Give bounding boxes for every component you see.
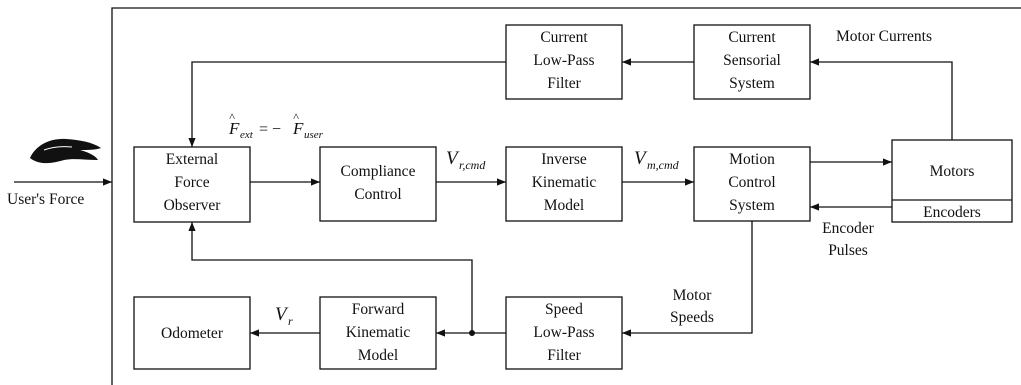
motion-control-system-line2: Control bbox=[728, 174, 775, 191]
forward-kinematic-model-block: Forward Kinematic Model bbox=[319, 296, 437, 370]
motors-label: Motors bbox=[930, 163, 975, 180]
system-boundary bbox=[111, 7, 1021, 385]
arrow-motors-to-current-sensor bbox=[810, 58, 953, 140]
external-force-observer-line1: External bbox=[166, 151, 219, 168]
hand-icon bbox=[30, 138, 101, 164]
current-sensorial-system-line3: System bbox=[729, 75, 775, 92]
inverse-kinematic-model-line3: Model bbox=[544, 197, 584, 214]
motor-speeds-label-line2: Speeds bbox=[670, 309, 714, 326]
motor-currents-label: Motor Currents bbox=[836, 28, 932, 45]
v-r-symbol: V bbox=[275, 304, 289, 325]
motion-control-system-block: Motion Control System bbox=[693, 146, 811, 222]
inverse-kinematic-model-line1: Inverse bbox=[541, 151, 587, 168]
v-rcmd-subscript: r,cmd bbox=[459, 158, 486, 172]
v-rcmd-symbol: V bbox=[446, 148, 460, 169]
odometer-block: Odometer bbox=[133, 296, 251, 370]
encoder-pulses-label-line2: Pulses bbox=[828, 242, 868, 259]
users-force-label: User's Force bbox=[7, 191, 84, 208]
arrow-speed-to-observer bbox=[188, 222, 473, 333]
v-mcmd-label: V m,cmd bbox=[634, 148, 680, 172]
speed-lowpass-filter-line3: Filter bbox=[547, 347, 581, 364]
inverse-kinematic-model-block: Inverse Kinematic Model bbox=[505, 146, 623, 222]
external-force-observer-block: External Force Observer bbox=[133, 146, 251, 223]
current-sensorial-system-line1: Current bbox=[728, 29, 776, 46]
f-ext-hat: ^ bbox=[229, 110, 235, 124]
motion-control-system-line1: Motion bbox=[729, 151, 775, 168]
f-ext-subscript: ext bbox=[240, 129, 254, 141]
inverse-kinematic-model-line2: Kinematic bbox=[532, 174, 597, 191]
f-user-subscript: user bbox=[304, 129, 324, 141]
motor-speeds-label-line1: Motor bbox=[673, 287, 713, 304]
motors-block: Motors Encoders bbox=[891, 139, 1013, 223]
v-r-subscript: r bbox=[288, 314, 293, 328]
motion-control-system-line3: System bbox=[729, 197, 775, 214]
current-lowpass-filter-block: Current Low-Pass Filter bbox=[505, 24, 623, 100]
f-ext-equals: = − bbox=[259, 121, 281, 138]
compliance-control-line2: Control bbox=[354, 186, 401, 203]
force-estimate-equation: F ^ ext = − F ^ user bbox=[228, 110, 324, 141]
current-sensorial-system-block: Current Sensorial System bbox=[693, 24, 811, 100]
v-mcmd-symbol: V bbox=[634, 148, 648, 169]
v-mcmd-subscript: m,cmd bbox=[647, 158, 680, 172]
v-rcmd-label: V r,cmd bbox=[446, 148, 486, 172]
v-r-label: V r bbox=[275, 304, 293, 328]
encoders-label: Encoders bbox=[923, 204, 981, 221]
arrow-motion-to-speed-filter bbox=[622, 221, 753, 337]
current-lowpass-filter-line1: Current bbox=[540, 29, 588, 46]
arrow-current-filter-to-observer bbox=[188, 61, 506, 147]
compliance-control-line1: Compliance bbox=[341, 163, 416, 180]
junction-dot bbox=[469, 330, 475, 336]
forward-kinematic-model-line1: Forward bbox=[352, 301, 405, 318]
current-lowpass-filter-line3: Filter bbox=[547, 75, 581, 92]
f-ext-symbol: F bbox=[228, 119, 240, 138]
f-user-hat: ^ bbox=[293, 110, 299, 124]
current-lowpass-filter-line2: Low-Pass bbox=[533, 52, 594, 69]
speed-lowpass-filter-block: Speed Low-Pass Filter bbox=[505, 296, 623, 370]
forward-kinematic-model-line3: Model bbox=[358, 347, 398, 364]
compliance-control-block: Compliance Control bbox=[319, 146, 437, 222]
encoder-pulses-label-line1: Encoder bbox=[822, 220, 874, 237]
current-sensorial-system-line2: Sensorial bbox=[723, 52, 781, 69]
odometer-label: Odometer bbox=[161, 325, 224, 342]
external-force-observer-line2: Force bbox=[174, 174, 209, 191]
speed-lowpass-filter-line1: Speed bbox=[545, 301, 583, 318]
forward-kinematic-model-line2: Kinematic bbox=[346, 324, 411, 341]
f-user-symbol: F bbox=[292, 119, 304, 138]
speed-lowpass-filter-line2: Low-Pass bbox=[533, 324, 594, 341]
external-force-observer-line3: Observer bbox=[164, 197, 222, 214]
